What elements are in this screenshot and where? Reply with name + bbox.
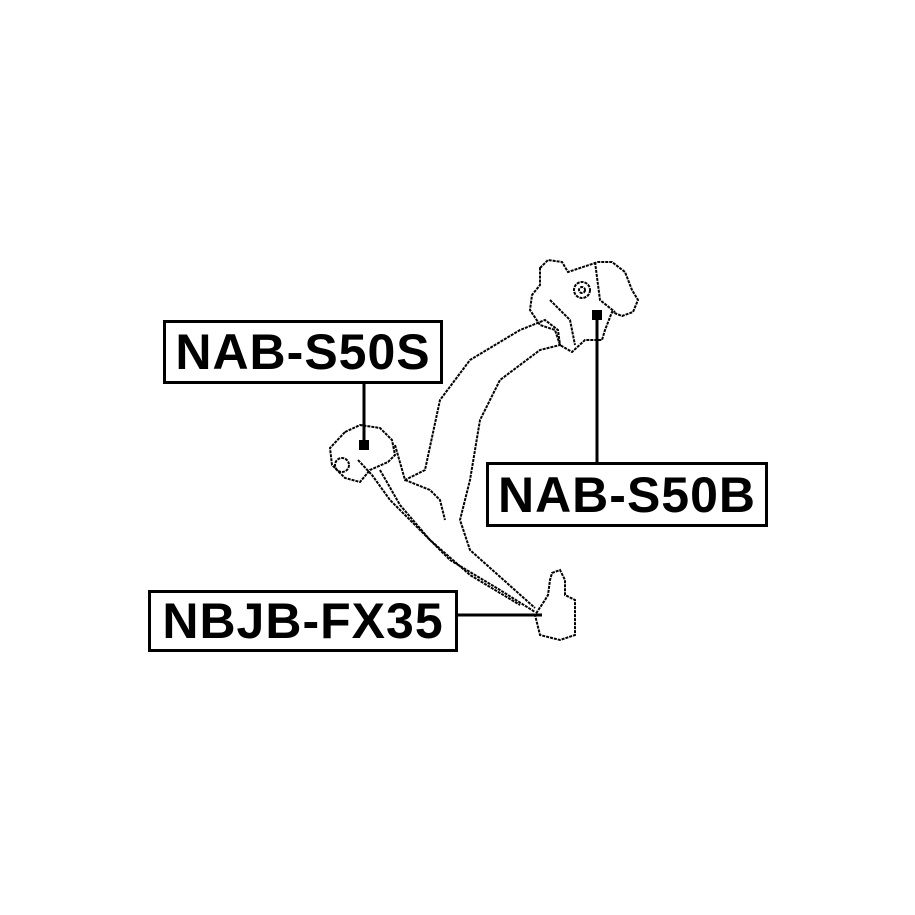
part-label-rear-bushing: NAB-S50B bbox=[486, 462, 768, 527]
part-label-ball-joint: NBJB-FX35 bbox=[148, 590, 458, 652]
part-label-upper-bushing: NAB-S50S bbox=[163, 320, 443, 384]
ball-joint bbox=[533, 568, 576, 642]
front-bushing bbox=[328, 423, 397, 484]
leader-marker-rear-bushing bbox=[592, 310, 602, 320]
rear-bushing-bracket bbox=[528, 258, 640, 354]
control-arm-body bbox=[357, 318, 562, 613]
leader-lines bbox=[359, 310, 602, 617]
leader-marker-upper-bushing bbox=[359, 440, 369, 450]
